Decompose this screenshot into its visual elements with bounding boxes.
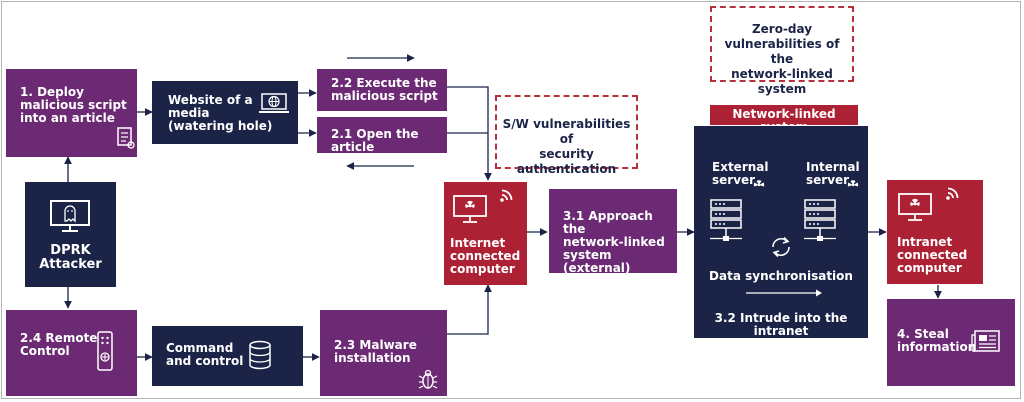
execute-script-label: 2.2 Execute the malicious script	[331, 76, 438, 103]
website-node: Website of a media (watering hole)	[152, 81, 298, 144]
sw-vulnerabilities-callout: S/W vulnerabilities of security authenti…	[495, 95, 638, 176]
internet-computer-node: Internet connected computer	[444, 182, 527, 285]
zero-day-callout: Zero-day vulnerabilities of the network-…	[710, 6, 854, 96]
approach-label: 3.1 Approach the network-linked system (…	[563, 209, 665, 275]
hazard-icon	[847, 180, 859, 187]
remote-control-label: 2.4 Remote Control	[20, 331, 98, 358]
wifi-icon	[946, 187, 959, 200]
command-control-label: Command and control	[166, 341, 244, 368]
sync-icon	[772, 236, 790, 258]
deploy-label: 1. Deploy malicious script into an artic…	[20, 85, 127, 125]
network-system-node: External server Internal server	[694, 126, 868, 338]
server-icon	[710, 199, 742, 241]
hazard-icon	[753, 180, 765, 187]
remote-icon	[97, 331, 113, 371]
monitor-hazard-icon	[898, 193, 932, 221]
monitor-ghost-icon	[50, 200, 90, 232]
scroll-icon	[117, 127, 135, 149]
data-sync-label: Data synchronisation	[709, 269, 853, 283]
internet-computer-label: Internet connected computer	[450, 236, 521, 276]
wifi-icon	[500, 189, 513, 202]
database-icon	[249, 340, 271, 370]
malware-label: 2.3 Malware installation	[334, 338, 417, 365]
external-server-label: External server	[712, 160, 769, 187]
steal-info-node: 4. Steal information	[887, 299, 1015, 386]
server-icon	[804, 199, 836, 241]
malware-node: 2.3 Malware installation	[320, 310, 447, 396]
intranet-computer-node: Intranet connected computer	[887, 180, 983, 284]
website-label: Website of a media (watering hole)	[168, 93, 273, 133]
approach-node: 3.1 Approach the network-linked system (…	[549, 189, 677, 275]
data-sync-arrow	[746, 289, 822, 297]
open-article-label: 2.1 Open the article	[331, 127, 419, 154]
intranet-computer-label: Intranet connected computer	[897, 235, 968, 275]
network-system-title: Network-linked system	[710, 105, 858, 134]
internal-server-label: Internal server	[806, 160, 860, 187]
command-control-node: Command and control	[152, 326, 303, 386]
monitor-hazard-icon	[453, 195, 487, 223]
remote-control-node: 2.4 Remote Control	[6, 310, 137, 396]
execute-script-node: 2.2 Execute the malicious script	[317, 69, 447, 111]
bug-icon	[418, 369, 438, 389]
attacker-node: DPRK Attacker	[25, 182, 116, 287]
intrude-label: 3.2 Intrude into the intranet	[714, 311, 848, 338]
newspaper-icon	[971, 330, 1000, 352]
steal-info-label: 4. Steal information	[897, 327, 977, 354]
open-article-node: 2.1 Open the article	[317, 117, 447, 154]
laptop-globe-icon	[259, 93, 289, 113]
attacker-label: DPRK Attacker	[39, 243, 102, 272]
deploy-node: 1. Deploy malicious script into an artic…	[6, 69, 137, 157]
